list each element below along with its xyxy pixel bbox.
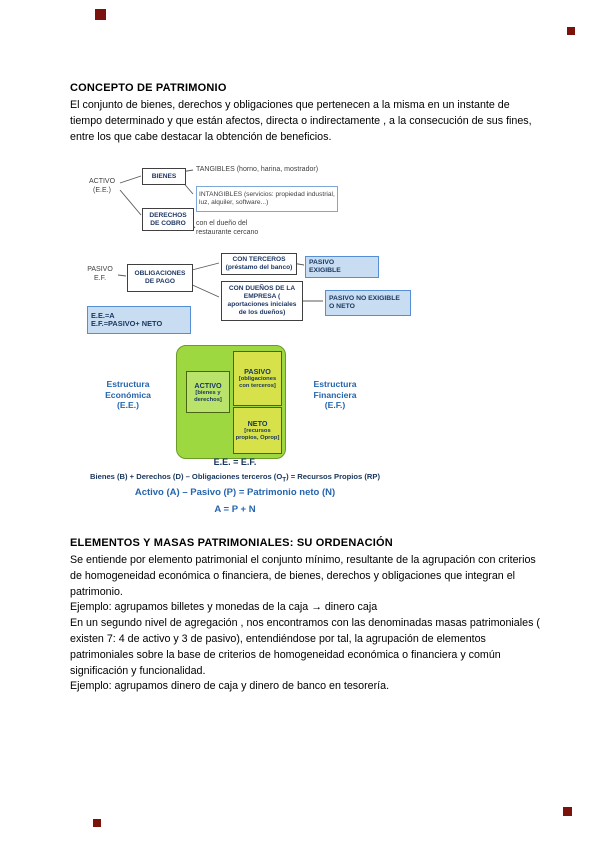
section1-paragraph: El conjunto de bienes, derechos y obliga… xyxy=(70,98,542,145)
balance-neto-sub: [recursos propios, Oprop] xyxy=(235,428,280,441)
estructura-financiera-caption: Estructura Financiera (E.F.) xyxy=(313,379,357,410)
tangibles-label: TANGIBLES (horno, harina, mostrador) xyxy=(196,166,319,173)
activo-label: ACTIVO (E.E.) xyxy=(88,178,116,194)
formula-activo-pasivo: Activo (A) – Pasivo (P) = Patrimonio net… xyxy=(134,487,336,498)
balance-neto-box: NETO [recursos propios, Oprop] xyxy=(233,407,282,454)
formula2-pre: Bienes (B) + Derechos (D) – Obligaciones… xyxy=(90,472,283,481)
bienes-box: BIENES xyxy=(142,168,186,185)
crop-mark-bottom-right xyxy=(563,807,572,816)
section2-body: Se entiende por elemento patrimonial el … xyxy=(70,553,544,695)
section2-paragraph-4: Ejemplo: agrupamos dinero de caja y dine… xyxy=(70,680,390,693)
pasivo-exigible-box: PASIVO EXIGIBLE xyxy=(305,256,379,278)
balance-neto-title: NETO xyxy=(247,419,268,429)
crop-mark-top-left xyxy=(95,9,106,20)
formula-a-p-n: A = P + N xyxy=(214,504,256,515)
section2-title: ELEMENTOS Y MASAS PATRIMONIALES: SU ORDE… xyxy=(70,537,393,549)
formula-ee-ef: E.E. = E.F. xyxy=(213,457,257,467)
derechos-note: con el dueño del restaurante cercano xyxy=(196,220,259,236)
pasivo-no-exigible-box: PASIVO NO EXIGIBLE O NETO xyxy=(325,290,411,316)
formula2-post: ) = Recursos Propios (RP) xyxy=(286,472,380,481)
intangibles-box: INTANGIBLES (servicios: propiedad indust… xyxy=(196,186,338,212)
section2-paragraph-2: Ejemplo: agrupamos billetes y monedas de… xyxy=(70,601,378,614)
formula-bienes-derechos: Bienes (B) + Derechos (D) – Obligaciones… xyxy=(70,472,400,484)
balance-pasivo-sub: [obligaciones con terceros] xyxy=(238,376,277,389)
pasivo-label: PASIVO E.F. xyxy=(87,266,113,282)
balance-pasivo-title: PASIVO xyxy=(244,367,271,377)
balance-pasivo-box: PASIVO [obligaciones con terceros] xyxy=(233,351,282,406)
obligaciones-de-pago-box: OBLIGACIONES DE PAGO xyxy=(127,264,193,292)
section2-paragraph-1: Se entiende por elemento patrimonial el … xyxy=(70,554,536,598)
section1-title: CONCEPTO DE PATRIMONIO xyxy=(70,82,227,94)
con-terceros-box: CON TERCEROS (préstamo del banco) xyxy=(221,253,297,275)
formula2-subscript: T xyxy=(282,476,287,484)
balance-activo-title: ACTIVO xyxy=(194,380,222,390)
estructura-economica-caption: Estructura Económica (E.E.) xyxy=(105,379,151,410)
crop-mark-top-right xyxy=(567,27,575,35)
balance-activo-box: ACTIVO [bienes y derechos] xyxy=(186,371,230,413)
balance-activo-sub: [bienes y derechos] xyxy=(194,389,222,403)
section1-paragraph-text: El conjunto de bienes, derechos y obliga… xyxy=(70,99,532,143)
crop-mark-bottom-left xyxy=(93,819,101,827)
con-duenos-box: CON DUEÑOS DE LA EMPRESA ( aportaciones … xyxy=(221,281,303,321)
derechos-de-cobro-box: DERECHOS DE COBRO xyxy=(142,208,194,231)
section2-paragraph-3: En un segundo nivel de agregación , nos … xyxy=(70,617,540,677)
identity-box: E.E.=A E.F.=PASIVO+ NETO xyxy=(87,306,191,334)
